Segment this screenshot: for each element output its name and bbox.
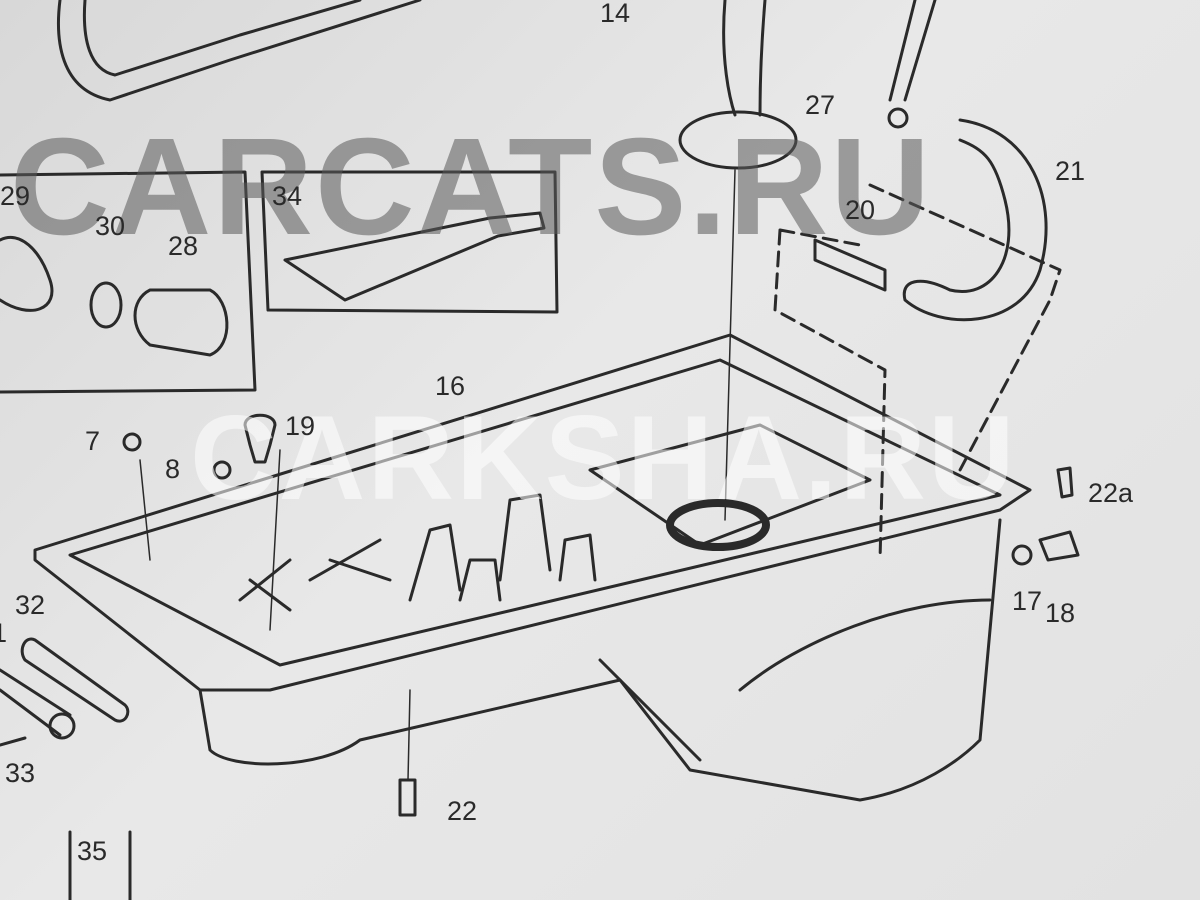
part-label-34: 34 (272, 181, 303, 211)
part-label-33: 33 (5, 758, 36, 788)
part-label-21: 21 (1055, 156, 1086, 186)
part-label-22: 22 (447, 796, 478, 826)
kit-box-35 (68, 830, 132, 900)
dipstick-tube (722, 0, 767, 117)
part-label-17: 17 (1012, 586, 1043, 616)
watermark: CARKSHA.RU (190, 391, 1017, 525)
part-label-20: 20 (845, 195, 876, 225)
part-label-27: 27 (805, 90, 836, 120)
part-label-7: 7 (85, 426, 101, 456)
kit-box-left (0, 170, 257, 394)
part-label-14: 14 (600, 0, 631, 28)
part-label-30: 30 (95, 211, 126, 241)
part-label-1: 1 (0, 620, 7, 647)
watermark: CARCATS.RU (10, 110, 933, 264)
kit-box-34 (260, 170, 559, 314)
part-label-8: 8 (165, 454, 181, 484)
part-label-16: 16 (435, 371, 466, 401)
part-label-35: 35 (77, 836, 108, 866)
gasket (20, 637, 130, 723)
hose (902, 118, 1048, 322)
oil-pan-flange (33, 333, 1032, 692)
part-label-29: 29 (0, 181, 31, 211)
part-label-32: 32 (15, 590, 46, 620)
part-label-18: 18 (1045, 598, 1076, 628)
part-label-19: 19 (285, 411, 316, 441)
pipe (56, 0, 422, 102)
part-label-28: 28 (168, 231, 199, 261)
part-label-22a: 22a (1088, 478, 1134, 508)
